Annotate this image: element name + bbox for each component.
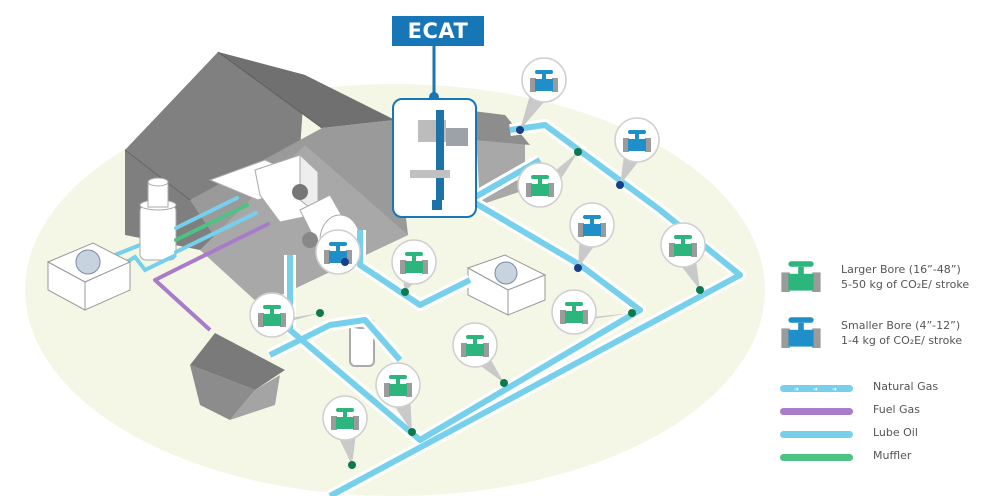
ecat-image-card[interactable] bbox=[392, 98, 477, 218]
ecat-title: ECAT bbox=[392, 16, 484, 46]
muffler-swatch bbox=[780, 454, 853, 461]
legend-lube-oil-label: Lube Oil bbox=[873, 426, 918, 439]
valve-blue-icon bbox=[781, 317, 821, 348]
fuel-gas-swatch bbox=[780, 408, 853, 415]
legend-lube-oil: Lube Oil bbox=[778, 424, 1000, 447]
legend-fuel-gas-label: Fuel Gas bbox=[873, 403, 921, 416]
small-building bbox=[190, 333, 285, 420]
valve-green-icon bbox=[781, 261, 821, 292]
legend-larger-bore: Larger Bore (16”-48”) 5-50 kg of CO₂E/ st… bbox=[778, 258, 1000, 308]
legend-smaller-line1: Smaller Bore (4”-12”) bbox=[841, 319, 961, 332]
fan-unit-left bbox=[46, 242, 132, 311]
lube-oil-swatch bbox=[780, 431, 853, 438]
fan-unit-right bbox=[466, 254, 547, 316]
muffler-tank bbox=[139, 177, 177, 261]
legend-larger-line2: 5-50 kg of CO₂E/ stroke bbox=[841, 278, 970, 291]
legend-fuel-gas: Fuel Gas bbox=[778, 401, 1000, 424]
natural-gas-swatch: ➜➜➜ bbox=[780, 385, 853, 393]
legend-larger-line1: Larger Bore (16”-48”) bbox=[841, 263, 961, 276]
legend: Larger Bore (16”-48”) 5-50 kg of CO₂E/ st… bbox=[778, 258, 1000, 470]
legend-smaller-line2: 1-4 kg of CO₂E/ stroke bbox=[841, 334, 963, 347]
legend-muffler: Muffler bbox=[778, 447, 1000, 470]
legend-muffler-label: Muffler bbox=[873, 449, 912, 462]
legend-natural-gas-label: Natural Gas bbox=[873, 380, 939, 393]
engine-lines bbox=[109, 196, 270, 332]
legend-natural-gas: ➜➜➜ Natural Gas bbox=[778, 378, 1000, 401]
arrow-icons: ➜➜➜ bbox=[794, 386, 852, 393]
legend-smaller-bore: Smaller Bore (4”-12”) 1-4 kg of CO₂E/ str… bbox=[778, 314, 1000, 364]
